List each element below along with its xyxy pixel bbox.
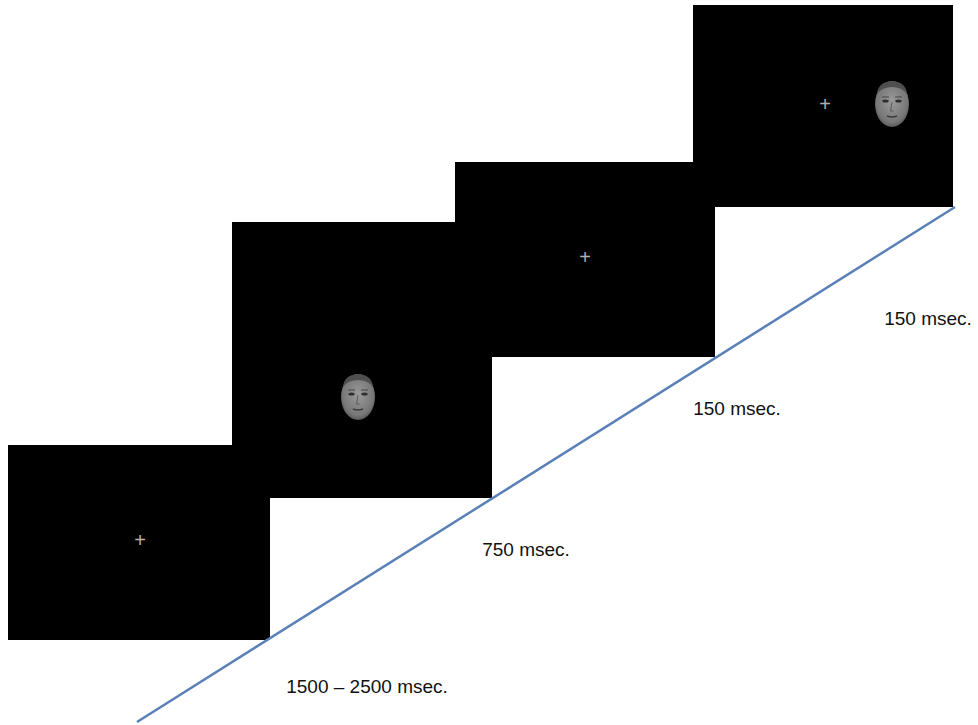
screen-probe: [693, 5, 953, 207]
duration-label: 1500 – 2500 msec.: [286, 677, 448, 696]
screen-fixation: [8, 445, 270, 640]
fixation-cross: +: [579, 247, 591, 267]
screen-face: [232, 222, 492, 498]
face-image: [875, 81, 909, 127]
face-image: [341, 374, 375, 420]
screen-fixation: [455, 162, 715, 357]
fixation-cross: +: [819, 94, 831, 114]
duration-label: 750 msec.: [482, 540, 570, 559]
time-axis: [137, 207, 955, 722]
duration-label: 150 msec.: [884, 309, 972, 328]
duration-label: 150 msec.: [693, 399, 781, 418]
fixation-cross: +: [134, 530, 146, 550]
